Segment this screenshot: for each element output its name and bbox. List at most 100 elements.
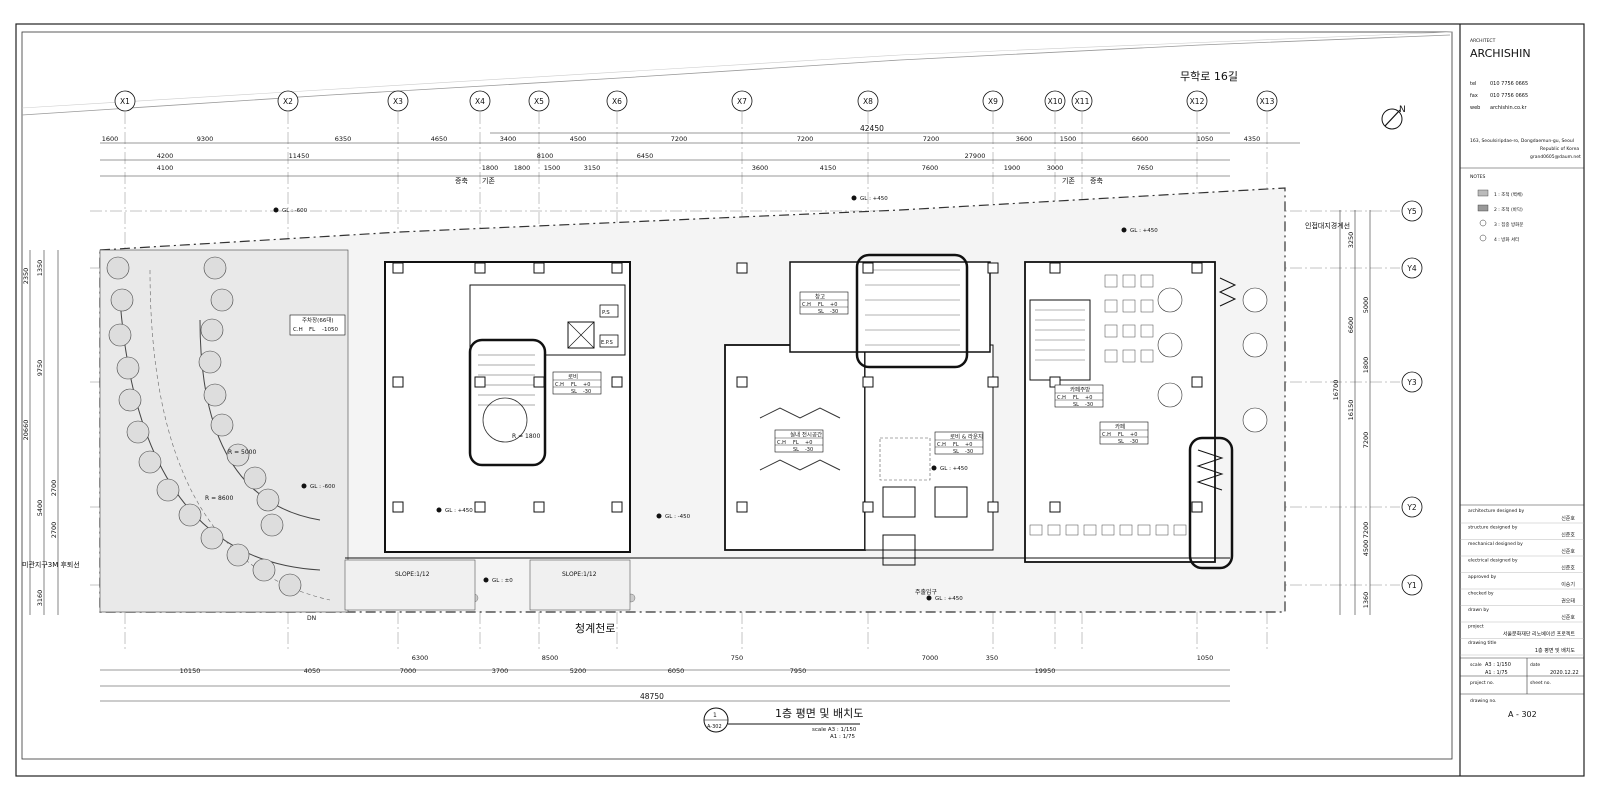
dimension-value: 9300 [197,135,214,143]
structural-column [987,262,999,274]
structural-columns [392,262,1203,513]
tree-symbol [198,350,222,374]
cafe-seat [1122,324,1136,338]
dimension-value: 9750 [36,360,44,377]
grid-bubble-x [1071,90,1093,112]
grid-bubble-x [1256,90,1278,112]
dimension-value: 10150 [180,667,201,675]
ceiling-height-label: C.H [937,442,946,448]
cafe-seat [1029,524,1043,536]
dimension-value: 5400 [36,500,44,517]
grid-bubble-y [1401,200,1423,222]
dimension-value: 7200 [1362,432,1370,449]
grid-bubble-x [982,90,1004,112]
drawing-scale: scale A3 : 1/150 [812,727,857,733]
tree-symbol [260,513,284,537]
floor-level-value: +0 [830,302,837,308]
titleblock-row-value: 이승기 [1561,581,1575,588]
slab-level-value: -30 [965,449,973,455]
svg-text:scale: scale [1470,662,1482,668]
cafe-seat [1140,299,1154,313]
grid-bubble-x [114,90,136,112]
titleblock-row-value: 1층 평면 및 배치도 [1535,647,1576,654]
cafe-seat [1140,324,1154,338]
floor-level-label: FL [793,440,799,446]
svg-text:-1050: -1050 [322,327,338,333]
dimension-value: 3600 [1016,135,1033,143]
ceiling-height-label: C.H [802,302,811,308]
grid-label-x: X12 [1190,97,1205,106]
dimension-value: 7200 [671,135,688,143]
structural-column [1049,262,1061,274]
north-arrow-label: N [1399,105,1406,115]
north-road-label: 무학로 16길 [1180,70,1238,83]
svg-text:FL: FL [309,327,316,333]
tree-symbol [106,256,130,280]
ceiling-height-label: C.H [555,382,564,388]
slab-level-value: -30 [805,447,813,453]
cafe-seat [1140,274,1154,288]
tree-symbol [118,388,142,412]
cafe-seat [1122,299,1136,313]
structural-column [736,501,748,513]
svg-text:fax: fax [1470,93,1478,99]
dimension-value: 3150 [584,164,601,172]
grid-bubble-x [528,90,550,112]
dimension-value: 2700 [50,480,58,497]
radius-label-1: R = 5000 [228,449,256,456]
svg-text:C.H: C.H [293,327,303,333]
titleblock-row-label: architecture designed by [1468,508,1524,514]
slab-level-value: -30 [583,389,591,395]
level-marker [301,483,307,489]
dimension-value: 1050 [1197,654,1214,662]
drawing-number: A - 302 [1508,710,1537,719]
dimension-value: 16150 [1347,400,1355,421]
svg-text:010 7756 0665: 010 7756 0665 [1490,81,1528,87]
structural-column [1191,262,1203,274]
title-block: ARCHITECT ARCHISHIN tel 010 7756 0665 fa… [1460,38,1584,719]
grid-label-y: Y1 [1406,581,1417,590]
tree-symbol [138,450,162,474]
cafe-seat [1104,349,1118,363]
dimension-value: 1800 [514,164,531,172]
dimension-value: 3400 [500,135,517,143]
grid-bubble-x [731,90,753,112]
grid-bubble-x [857,90,879,112]
svg-text:grand0605@daum.net: grand0605@daum.net [1530,154,1581,160]
structural-column [533,262,545,274]
cafe-seat [1104,274,1118,288]
titleblock-row-value: 권오태 [1561,598,1575,605]
structural-column [533,501,545,513]
dimension-value: 1600 [102,135,119,143]
structural-column [611,262,623,274]
label-gijon-2: 기존 [1062,176,1075,185]
structural-column [1049,501,1061,513]
room-name: 카페 [1115,423,1125,431]
room-name: 창고 [815,293,825,301]
grid-label-x: X5 [534,97,544,106]
cafe-seat [1119,524,1133,536]
svg-text:010 7756 0665: 010 7756 0665 [1490,93,1528,99]
floor-level-value: +0 [805,440,812,446]
cafe-seat [1047,524,1061,536]
label-cheukchuk-1: 증축 [455,176,468,185]
cafe-seat [1065,524,1079,536]
cafe-table [1157,382,1183,408]
label-dn: DN [307,615,316,622]
dimension-value: 7200 [1362,522,1370,539]
grid-bubble-x [606,90,628,112]
tree-symbol [278,573,302,597]
floor-level-label: FL [818,302,824,308]
dimension-value: 8500 [542,654,559,662]
cafe-seat [1083,524,1097,536]
dimension-value: 27900 [965,152,986,160]
structural-column [474,262,486,274]
dimension-value: 750 [731,654,743,662]
dimension-value: 6450 [637,152,654,160]
structural-column [474,501,486,513]
dimension-value: 16700 [1332,380,1340,401]
grid-bubble-x [387,90,409,112]
dimension-value: 4350 [1244,135,1261,143]
